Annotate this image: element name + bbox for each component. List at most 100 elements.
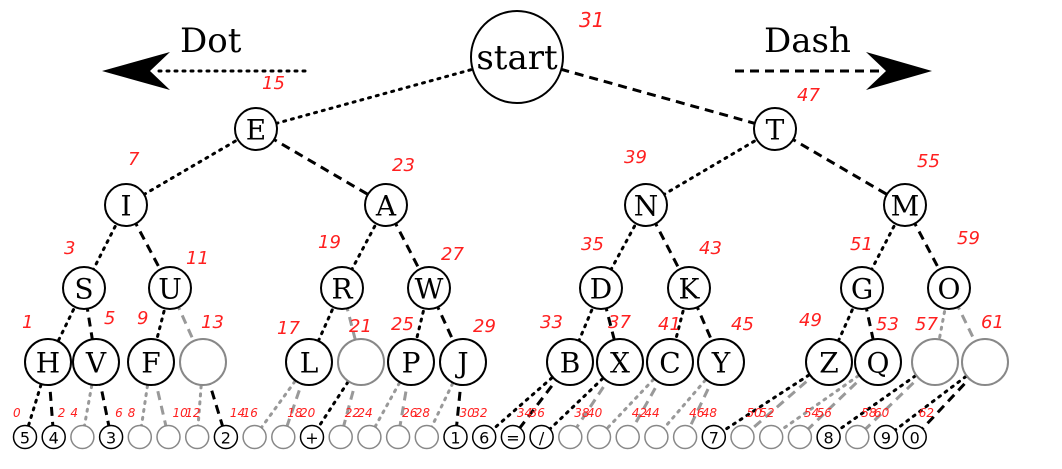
node-label: O — [938, 273, 961, 306]
leaf-node-circle — [70, 424, 95, 450]
leaf-node-circle — [471, 424, 497, 450]
leaf-node-label: = — [506, 429, 519, 448]
legend-dash: Dash — [735, 21, 932, 90]
node-number: 21 — [349, 316, 372, 337]
edge-dash — [339, 361, 363, 438]
node-number: 55 — [917, 151, 940, 172]
node-circle — [596, 338, 644, 386]
node-number: 25 — [391, 314, 414, 335]
node-label: D — [590, 273, 612, 306]
leaf-number: 10 — [173, 406, 189, 420]
leaf-node-circle — [357, 424, 382, 450]
leaf-node-label: 7 — [709, 429, 719, 448]
leaf-node-label: 6 — [479, 429, 489, 448]
node-circle — [62, 266, 106, 310]
leaf-node-label: 2 — [221, 429, 231, 448]
leaf-node-circle — [41, 424, 66, 450]
node-circle — [104, 183, 148, 227]
node-circle — [854, 338, 902, 386]
leaf-node-label: 8 — [824, 429, 834, 448]
node-circle — [179, 338, 227, 386]
node-circle — [697, 338, 745, 386]
node-label: E — [246, 114, 266, 147]
node-circle — [407, 266, 451, 310]
leaf-number: 34 — [517, 406, 532, 420]
node-circle — [320, 266, 364, 310]
node-circle — [961, 338, 1009, 386]
leaf-node-circle — [758, 424, 784, 450]
edge-dash — [46, 361, 56, 438]
leaf-number: 6 — [115, 406, 123, 420]
node-circle — [24, 338, 72, 386]
edge-dot — [827, 360, 937, 439]
node-label: N — [634, 190, 659, 223]
leaf-node-circle — [787, 424, 813, 450]
node-circle — [546, 338, 594, 386]
leaf-node-circle — [529, 424, 554, 450]
leaf-node-circle — [730, 424, 755, 450]
node-circle — [624, 183, 668, 227]
leaf-node-circle — [672, 424, 698, 450]
node-number: 49 — [799, 310, 822, 331]
leaf-number: 60 — [874, 406, 890, 420]
edge-dash — [149, 361, 170, 438]
leaf-node-circle — [242, 424, 267, 450]
leaf-node-circle — [184, 424, 210, 450]
leaf-number: 24 — [357, 406, 372, 420]
leaf-node-circle — [12, 424, 38, 450]
node-circle — [234, 107, 278, 151]
legend-dash-label: Dash — [764, 21, 851, 61]
edge-dot — [425, 360, 465, 439]
node-label: G — [851, 273, 873, 306]
leaf-node-circle — [156, 424, 181, 450]
leaf-number: 58 — [861, 406, 877, 420]
node-label: R — [331, 273, 353, 306]
edge-dot — [138, 360, 153, 439]
leaf-node-label: + — [305, 429, 318, 448]
node-number: 37 — [608, 312, 631, 333]
leaf-node-label: 5 — [20, 429, 30, 448]
leaf-node-label: 0 — [910, 429, 920, 448]
node-circle — [387, 338, 435, 386]
leaf-number: 48 — [702, 406, 718, 420]
node-number: 29 — [473, 316, 496, 337]
node-number: 31 — [579, 8, 604, 32]
leaf-number: 18 — [287, 406, 303, 420]
edge-dot — [23, 360, 50, 439]
node-number: 5 — [104, 308, 115, 329]
node-number: 27 — [441, 244, 464, 265]
leaf-node-label: / — [539, 429, 545, 448]
leaf-node-circle — [98, 424, 124, 450]
leaf-number: 50 — [747, 406, 763, 420]
edge-dot — [80, 360, 98, 439]
leaf-node-label: 1 — [450, 429, 460, 448]
node-label: V — [85, 347, 107, 380]
leaf-node-circle — [271, 424, 296, 450]
node-circle — [72, 338, 120, 386]
node-circle — [805, 338, 853, 386]
edge-dash — [774, 127, 906, 207]
leaf-node-circle — [558, 424, 583, 450]
node-circle — [285, 338, 333, 386]
arrow-left-icon — [102, 52, 170, 90]
leaf-node-label: 9 — [881, 429, 891, 448]
leaf-number: 16 — [243, 406, 259, 420]
leaf-node-label: 3 — [106, 429, 116, 448]
leaf-node-circle — [299, 424, 325, 450]
node-number: 43 — [699, 238, 722, 259]
node-number: 17 — [277, 318, 300, 339]
node-number: 61 — [981, 312, 1004, 333]
leaf-node-circle — [500, 424, 526, 450]
node-number: 13 — [201, 312, 224, 333]
node-label: I — [120, 190, 131, 223]
node-circle — [927, 266, 971, 310]
leaf-node-circle — [586, 424, 612, 450]
edge-dash — [201, 361, 228, 438]
node-circle — [148, 266, 192, 310]
leaf-node-circle — [328, 424, 353, 450]
leaf-number: 8 — [128, 406, 136, 420]
node-number: 57 — [915, 314, 938, 335]
node-number: 33 — [540, 312, 563, 333]
